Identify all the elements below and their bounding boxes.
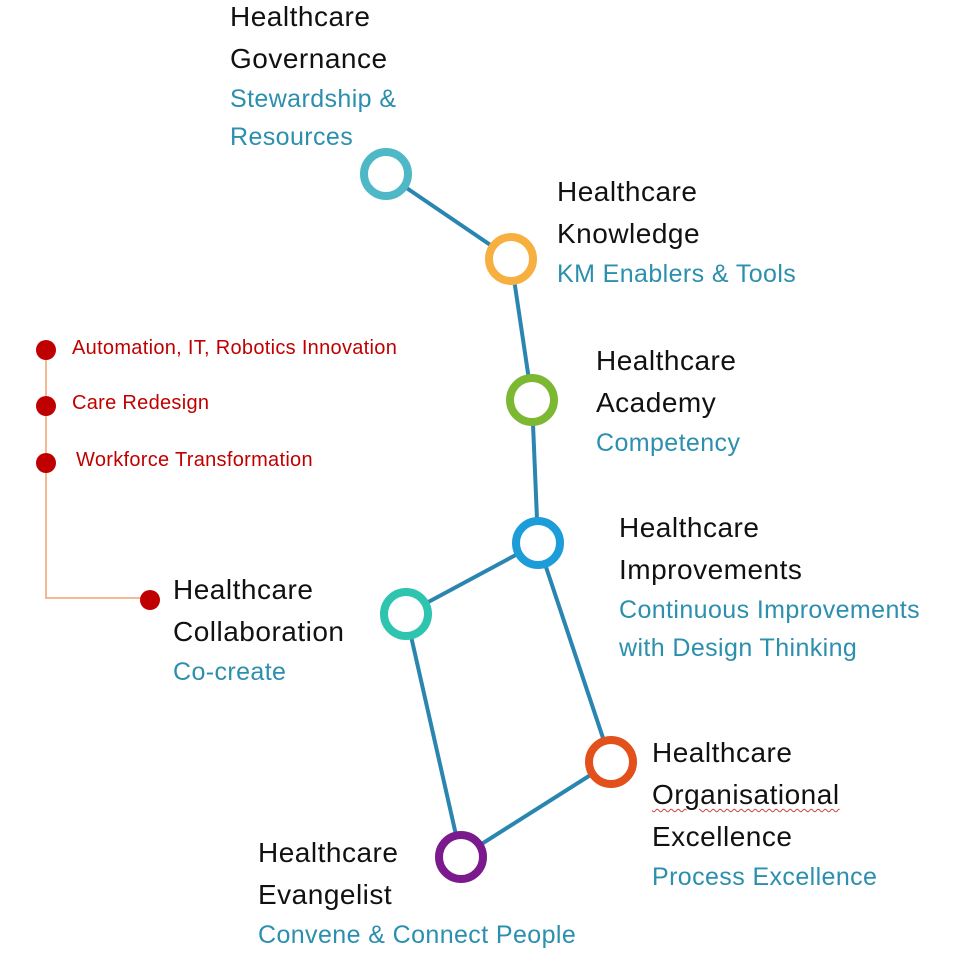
- node-label-organisational: Healthcare Organisational Excellence Pro…: [652, 732, 877, 896]
- organisational-subtitle: Process Excellence: [652, 863, 878, 891]
- improvements-subtitle-line-2: with Design Thinking: [619, 634, 858, 662]
- node-label-collaboration: Healthcare Collaboration Co-create: [173, 569, 345, 691]
- side-list-item-3: Workforce Transformation: [76, 449, 313, 471]
- side-list-item-2: Care Redesign: [72, 392, 210, 414]
- improvements-title-line-2: Improvements: [619, 554, 803, 585]
- node-ring-knowledge: [485, 233, 537, 285]
- academy-title-line-2: Academy: [596, 387, 717, 418]
- evangelist-title-line-2: Evangelist: [258, 879, 393, 910]
- improvements-subtitle-line-1: Continuous Improvements: [619, 596, 921, 624]
- governance-subtitle-line-2: Resources: [230, 123, 354, 151]
- knowledge-title-line-1: Healthcare: [557, 176, 698, 207]
- edge-collaboration-evangelist: [404, 612, 463, 859]
- node-ring-improvements: [512, 517, 564, 569]
- node-ring-organisational: [585, 736, 637, 788]
- governance-title-line-1: Healthcare: [230, 1, 371, 32]
- governance-subtitle-line-1: Stewardship &: [230, 85, 397, 113]
- node-label-evangelist: Healthcare Evangelist Convene & Connect …: [258, 832, 576, 954]
- side-list-dot-1: [36, 340, 56, 360]
- collaboration-subtitle: Co-create: [173, 658, 287, 686]
- node-label-academy: Healthcare Academy Competency: [596, 340, 740, 462]
- collaboration-title-line-2: Collaboration: [173, 616, 345, 647]
- node-label-knowledge: Healthcare Knowledge KM Enablers & Tools: [557, 171, 796, 293]
- node-label-governance: Healthcare Governance Stewardship & Reso…: [230, 0, 396, 156]
- side-list-connector: [45, 350, 150, 599]
- improvements-title-line-1: Healthcare: [619, 512, 760, 543]
- node-ring-collaboration: [380, 588, 432, 640]
- side-list-item-1: Automation, IT, Robotics Innovation: [72, 337, 398, 359]
- organisational-title-line-3: Excellence: [652, 821, 793, 852]
- evangelist-title-line-1: Healthcare: [258, 837, 399, 868]
- node-ring-evangelist: [435, 831, 487, 883]
- node-ring-governance: [360, 148, 412, 200]
- collaboration-connector-dot: [140, 590, 160, 610]
- node-label-improvements: Healthcare Improvements Continuous Impro…: [619, 507, 920, 667]
- edge-organisational-evangelist: [459, 760, 613, 859]
- organisational-title-line-2: Organisational: [652, 779, 840, 810]
- knowledge-title-line-2: Knowledge: [557, 218, 701, 249]
- edge-improvements-organisational: [536, 541, 613, 764]
- governance-title-line-2: Governance: [230, 43, 388, 74]
- side-list-dot-2: [36, 396, 56, 416]
- node-ring-academy: [506, 374, 558, 426]
- academy-subtitle: Competency: [596, 429, 741, 457]
- academy-title-line-1: Healthcare: [596, 345, 737, 376]
- evangelist-subtitle: Convene & Connect People: [258, 921, 577, 949]
- collaboration-title-line-1: Healthcare: [173, 574, 314, 605]
- side-list-dot-3: [36, 453, 56, 473]
- organisational-title-line-1: Healthcare: [652, 737, 793, 768]
- knowledge-subtitle: KM Enablers & Tools: [557, 260, 797, 288]
